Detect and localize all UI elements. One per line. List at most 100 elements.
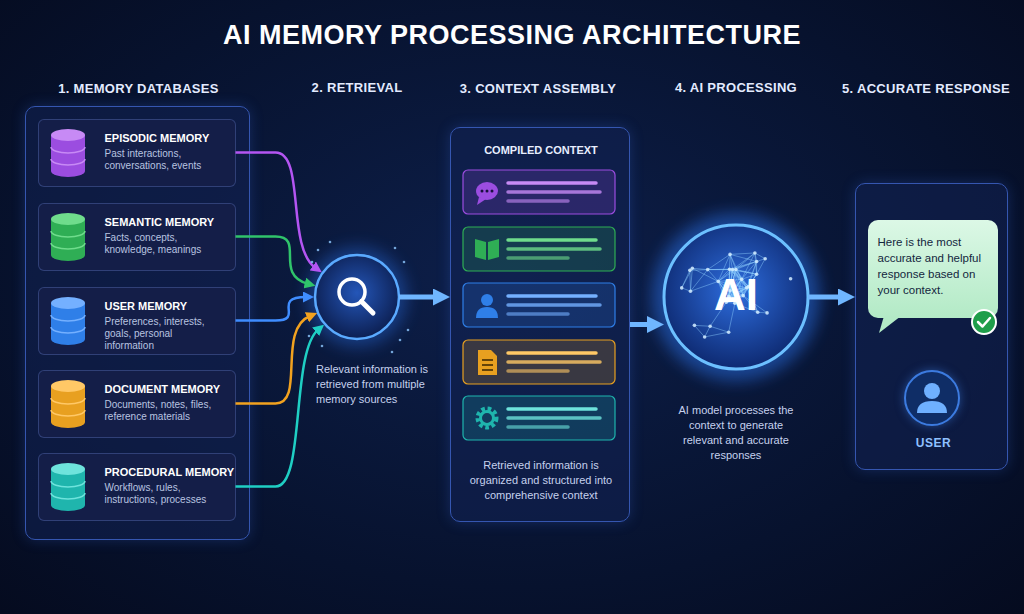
glow [307, 247, 407, 347]
network-dot [755, 260, 759, 264]
context-row [463, 283, 615, 327]
sparkle [391, 351, 394, 354]
document-icon [482, 359, 493, 361]
network-link [729, 254, 731, 269]
user-label: USER [884, 436, 984, 450]
text-line [508, 238, 596, 242]
network-link [732, 269, 735, 270]
network-link [758, 312, 767, 314]
magnifier-icon [339, 279, 365, 305]
network-link [729, 269, 732, 270]
network-link [708, 269, 733, 270]
text-line [508, 199, 568, 203]
memory-card: SEMANTIC MEMORYFacts, concepts, knowledg… [38, 203, 236, 271]
database-icon [51, 333, 85, 345]
sparkle [403, 261, 406, 264]
network-dot [706, 268, 710, 272]
book-icon [475, 239, 486, 260]
network-link [694, 325, 710, 327]
memory-title: USER MEMORY [105, 300, 233, 312]
database-icon [51, 213, 85, 225]
network-link [705, 326, 710, 337]
database-icon [51, 249, 85, 261]
memory-title: PROCEDURAL MEMORY [105, 466, 233, 478]
connector-arrow [236, 297, 307, 321]
network-link [757, 259, 766, 262]
database-icon [51, 398, 85, 404]
chat-icon [481, 190, 484, 193]
network-link [682, 268, 693, 288]
sparkle [399, 339, 402, 342]
database-icon [51, 303, 85, 339]
stage-heading: 1. MEMORY DATABASES [26, 81, 251, 96]
database-icon [51, 463, 85, 475]
memory-description: Past interactions, conversations, events [105, 148, 223, 172]
connector-arrow [236, 153, 316, 268]
network-dot [693, 324, 697, 328]
person-icon [917, 401, 947, 413]
text-line [508, 190, 600, 194]
memory-card: PROCEDURAL MEMORYWorkflows, rules, instr… [38, 453, 236, 521]
text-line [508, 416, 600, 420]
stage-heading: 3. CONTEXT ASSEMBLY [438, 81, 638, 96]
connector-arrow [236, 330, 319, 487]
network-dot [703, 335, 707, 339]
text-line [508, 256, 568, 260]
network-link [736, 253, 755, 269]
network-link [730, 254, 732, 269]
context-row [463, 396, 615, 440]
document-icon [482, 369, 493, 371]
network-link [736, 261, 757, 269]
network-dot [727, 330, 731, 334]
ai-label: AI [664, 267, 808, 323]
text-line [508, 369, 568, 373]
database-icon [51, 159, 85, 165]
check-badge [972, 310, 996, 334]
network-dot [753, 251, 757, 255]
network-dot [728, 253, 732, 257]
network-link [692, 268, 707, 269]
glow [652, 213, 820, 381]
database-icon [51, 135, 85, 171]
memory-title: DOCUMENT MEMORY [105, 383, 233, 395]
connector-arrow [236, 237, 309, 284]
network-link [710, 326, 729, 332]
text-line [508, 294, 596, 298]
database-icon [51, 243, 85, 249]
network-link [729, 269, 735, 270]
context-row [463, 170, 615, 214]
person-icon [476, 307, 498, 318]
memory-description: Preferences, interests, goals, personal … [105, 316, 223, 352]
network-link [682, 270, 690, 288]
ai-circle: 4. AI PROCESSINGAIAI model processes the… [664, 225, 808, 369]
person-icon [924, 383, 940, 399]
document-icon [482, 364, 493, 366]
sparkle [329, 241, 332, 244]
chat-icon [491, 190, 494, 193]
network-link [690, 270, 707, 292]
network-link [708, 269, 736, 270]
text-line [508, 351, 596, 355]
network-link [729, 261, 756, 269]
network-link [755, 253, 757, 261]
response-text: Here is the most accurate and helpful re… [878, 234, 996, 298]
magnifier-icon [362, 302, 374, 314]
sparkle [321, 345, 324, 348]
connector-arrow [399, 295, 438, 300]
network-dot [689, 289, 693, 293]
chat-icon [477, 197, 486, 205]
network-link [705, 332, 729, 337]
text-line [508, 360, 600, 364]
sparkle [308, 335, 311, 338]
database-icon [51, 469, 85, 505]
panel-title: COMPILED CONTEXT [451, 144, 631, 156]
database-icon [51, 129, 85, 141]
text-line [508, 312, 568, 316]
context-row [463, 340, 615, 384]
database-icon [51, 481, 85, 487]
text-line [508, 181, 596, 185]
network-dot [680, 286, 684, 290]
network-dot [708, 324, 712, 328]
database-icon [51, 165, 85, 177]
